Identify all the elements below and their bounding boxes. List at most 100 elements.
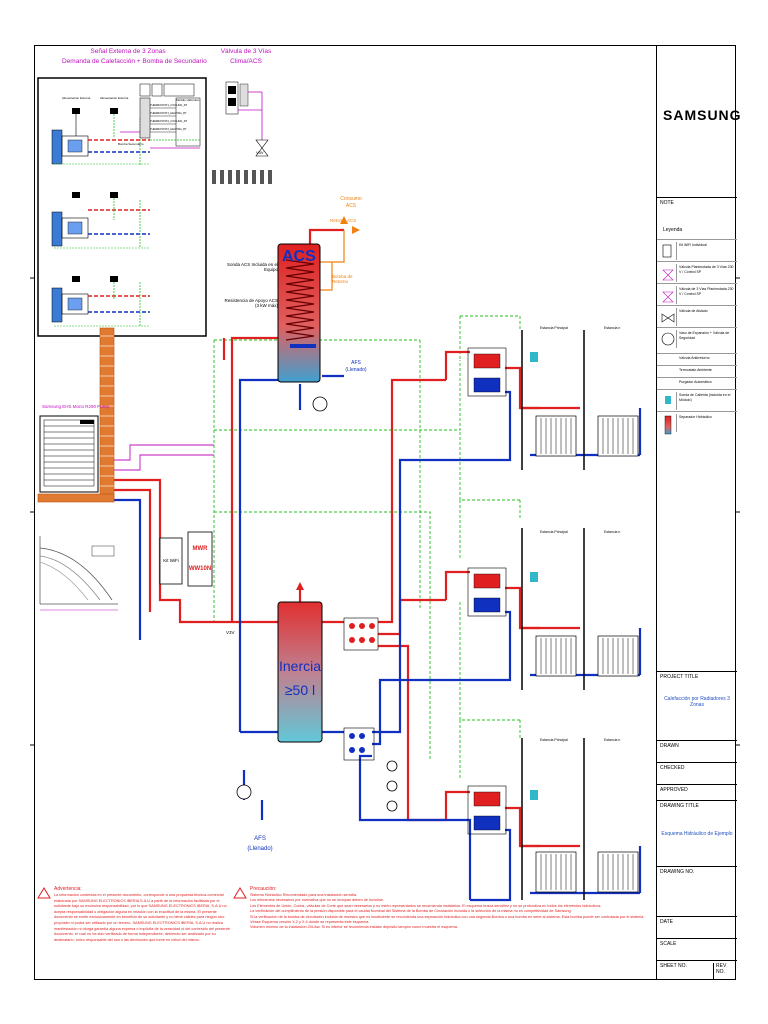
precaucion-item: Sistema Hidráulico Recomendado para una …: [250, 893, 358, 897]
inertia-label-line2: ≥50 l: [284, 682, 316, 698]
thermostat-row-4: THERMOSTAT2_HEATING_RT: [150, 128, 187, 131]
brick-wall: [37, 327, 115, 503]
precaucion-title: Precaución:: [250, 886, 277, 892]
drawing-frame: [34, 45, 736, 980]
inset-title-line1: Señal Externa de 3 Zonas: [90, 48, 166, 55]
project-title-label: PROJECT TITLE: [660, 674, 699, 680]
note-label: NOTE: [660, 200, 674, 206]
valve-title-line1: Válvula de 3 Vías: [220, 48, 272, 55]
inset-title-line2: Demanda de Calefacción + Bomba de Secund…: [62, 58, 207, 65]
afs-bottom-line1: AFS: [254, 836, 266, 842]
hot-lines: [100, 228, 580, 848]
inset-bomb-label: Bomba Secundario: [118, 142, 144, 146]
performance-chart-thumbnail: [39, 536, 118, 611]
sheet-no-label: SHEET NO.: [660, 963, 687, 969]
acs-tank: [277, 243, 321, 383]
precaucion-warning-icon: [233, 887, 247, 899]
acs-resistance-label: Resistencia de Apoyo ACS (3 kW máx): [224, 298, 278, 308]
thermostat-row-1: THERMOSTAT1_COOLING_RT: [150, 104, 188, 107]
hydraulic-separator-icon: [659, 414, 677, 435]
return-pump-label: Bomba de Retorno: [332, 274, 353, 284]
kit-wifi-box: [159, 537, 183, 585]
drawing-no-label: DRAWING NO.: [660, 869, 695, 875]
date-label: DATE: [660, 919, 673, 925]
afs-bottom-line2: (Llenado): [247, 846, 273, 852]
legend-item-label: Kit WiFi Individual: [679, 243, 707, 247]
isolation-valve-icon: [659, 308, 677, 326]
scale-row: SCALE: [657, 938, 737, 960]
radiators: [535, 415, 639, 893]
precaucion-item: Los elementos necesarios por normativa q…: [250, 898, 385, 903]
drawing-no-row: DRAWING NO.: [657, 866, 737, 916]
acs-return-lines: [320, 230, 345, 291]
controller-box: [187, 531, 213, 587]
inset-module-label: Módulo Hidrónico: [176, 98, 200, 102]
valve-label: V3V: [256, 150, 264, 155]
legend-item-label: Válvula Planimotada de 3 Vías 230 V / Co…: [679, 265, 734, 274]
afs-top-line2: (Llenado): [345, 367, 367, 373]
project-title-value: Calefacción por Radiadores 3 Zonas: [664, 696, 730, 708]
legend-item: Válvula de Aislado: [657, 305, 737, 327]
inset-zone-2: [51, 192, 150, 249]
controller-label-line1: MWR: [192, 546, 208, 552]
valve-title-line2: Clima/ACS: [230, 58, 262, 65]
advertencia-warning-icon: [37, 887, 51, 899]
legend-item: Sonda de Calienta (incluida en el Módulo…: [657, 389, 737, 411]
acs-probe-label: Sonda ACS Incluida en el Equipo: [226, 262, 278, 272]
title-block: SAMSUNG NOTE Leyenda Kit WiFi Individual…: [656, 45, 741, 980]
manifolds: [343, 617, 379, 761]
zone-valve-block-3: [467, 785, 538, 835]
checked-label: CHECKED: [660, 765, 685, 771]
sheet-no-row: SHEET NO. REV NO.: [657, 960, 737, 980]
power-lines: [100, 444, 214, 471]
inset-zone-3: [51, 276, 150, 327]
return-acs-label: Retorno ACS: [330, 218, 357, 223]
precaucion-item: Los Elementos de Unión, Codos, válvulas …: [250, 903, 602, 908]
probe-icon: [659, 392, 677, 410]
inset-zone-1: [51, 108, 150, 166]
precaucion-item: Si la verificación de la bomba de circul…: [250, 914, 645, 925]
legend-item-label: Válvula de Aislado: [679, 309, 708, 313]
kit-wifi-label: Kit WiFi: [163, 558, 179, 563]
zone-3-right-label: Estancia n: [604, 738, 621, 742]
thermostat-row-3: THERMOSTAT2_COOLING_RT: [150, 120, 188, 123]
project-title-row: PROJECT TITLE Calefacción por Radiadores…: [657, 671, 737, 725]
hot-outlet-label-line1: Consumo: [340, 196, 362, 202]
three-way-valve-alt-icon: [659, 286, 677, 304]
legend-item-label: Vaso de Expansión + Válvula de Seguridad: [679, 331, 730, 340]
thermostat-row-2: THERMOSTAT1_HEATING_RT: [150, 112, 187, 115]
legend-item-label: Purgador Automático: [679, 380, 712, 384]
hot-outlet-arrow: [340, 216, 348, 224]
zone-3-left-label: Estancia Principal: [540, 738, 568, 742]
drawn-label: DRAWN: [660, 743, 679, 749]
inertia-top-vent-icon: [296, 582, 304, 590]
legend-item: Válvula de 3 Vías Planimotada 230 V / Co…: [657, 283, 737, 305]
advertencia-text: La información contenida en el presente …: [54, 893, 230, 942]
legend-item: Vaso de Expansión + Válvula de Seguridad: [657, 327, 737, 353]
zone-1-left-label: Estancia Principal: [540, 326, 568, 330]
outdoor-unit: [39, 415, 99, 493]
legend-item: Kit WiFi Individual: [657, 239, 737, 261]
date-row: DATE: [657, 916, 737, 938]
acs-tank-label: ACS: [282, 248, 316, 265]
legend-item-label: Válvula de 3 Vías Planimotada 230 V / Co…: [679, 287, 734, 296]
three-way-valve-icon: [659, 264, 677, 282]
drawing-title-label: DRAWING TITLE: [660, 803, 699, 809]
legend-item: Válvula Planimotada de 3 Vías 230 V / Co…: [657, 261, 737, 283]
precaucion-item: La verificación del cumplimiento de la p…: [250, 909, 572, 914]
approved-row: APPROVED: [657, 784, 737, 800]
checked-row: CHECKED: [657, 762, 737, 784]
drawing-title-value: Esquema Hidráulico de Ejemplo: [661, 831, 733, 837]
kit-wifi-icon: [659, 242, 677, 260]
precaucion-item: Volumen mínimo de la instalación 20L/kw.…: [250, 925, 458, 930]
scale-label: SCALE: [660, 941, 677, 947]
legend-item-label: Sonda de Calienta (incluida en el Módulo…: [679, 393, 731, 402]
hot-outlet-label-line2: ACS: [345, 203, 357, 209]
legend-title: Leyenda: [663, 227, 683, 233]
valve-inset: [212, 81, 272, 184]
legend-item: Válvula Antirretorno: [657, 353, 737, 365]
outdoor-unit-label: Samsung EHS Mono R290 Pump: [42, 404, 110, 409]
drawn-row: DRAWN: [657, 740, 737, 762]
return-acs-arrow: [352, 226, 360, 234]
